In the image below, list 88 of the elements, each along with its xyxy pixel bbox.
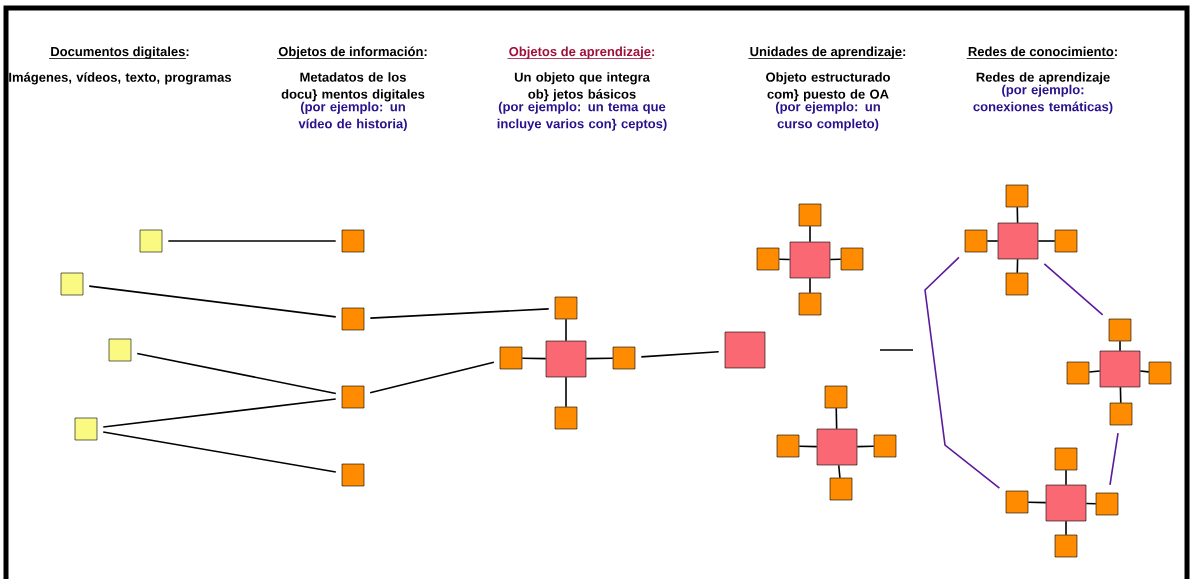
connector-line	[924, 256, 1001, 489]
connector-line	[640, 350, 720, 358]
object-square	[1109, 402, 1133, 426]
object-square	[1054, 447, 1078, 471]
module-square	[997, 222, 1039, 260]
object-square	[776, 434, 800, 458]
column-heading: Objetos de aprendizaje:	[507, 46, 655, 59]
connector-line	[1065, 469, 1067, 486]
example-text: (por ejemplo: conexiones temáticas)	[973, 84, 1113, 114]
description-text: Imágenes, vídeos, texto, programas	[9, 72, 232, 85]
connector-line	[986, 240, 999, 242]
connector-line	[1027, 501, 1047, 504]
object-square	[341, 385, 365, 409]
description-text: Un objeto que integra ob} jetos básicos	[514, 72, 650, 102]
module-square	[789, 241, 831, 279]
example-text: (por ejemplo: un curso completo)	[775, 101, 880, 131]
connector-line	[1016, 206, 1019, 224]
object-square	[554, 406, 578, 430]
object-square	[798, 292, 822, 316]
description-text: Redes de aprendizaje	[976, 72, 1110, 85]
document-square	[60, 272, 84, 296]
column-heading: Redes de conocimiento:	[966, 46, 1117, 59]
connector-line	[102, 398, 337, 428]
object-square	[798, 203, 822, 227]
connector-line	[585, 357, 614, 360]
object-square	[1005, 272, 1029, 296]
module-square	[724, 331, 766, 369]
connector-line	[778, 258, 791, 261]
connector-line	[565, 318, 567, 342]
object-square	[1054, 534, 1078, 558]
connector-line	[369, 308, 550, 319]
object-square	[612, 346, 636, 370]
connector-line	[565, 376, 567, 408]
connector-line	[102, 431, 337, 473]
connector-line	[837, 464, 841, 479]
column-heading: Unidades de aprendizaje:	[748, 46, 906, 59]
connector-line	[1139, 370, 1150, 373]
connector-line	[88, 285, 337, 318]
connector-line	[1109, 432, 1119, 486]
object-square	[873, 434, 897, 458]
module-square	[1099, 350, 1141, 388]
object-square	[554, 296, 578, 320]
object-square	[499, 346, 523, 370]
connector-line	[1043, 263, 1104, 316]
connector-line	[1119, 340, 1121, 352]
description-text: Metadatos de los docu} mentos digitales	[281, 72, 425, 102]
connector-line	[1085, 502, 1097, 505]
connector-line	[1037, 240, 1056, 242]
object-square	[341, 307, 365, 331]
column-heading: Objetos de información:	[276, 46, 427, 59]
connector-line	[809, 277, 811, 294]
object-square	[1095, 492, 1119, 516]
connector-line	[1088, 370, 1101, 373]
example-text: (por ejemplo: un tema que incluye varios con} ceptos)	[497, 101, 667, 131]
connector-line	[798, 445, 818, 448]
description-text: Objeto estructurado com} puesto de OA	[766, 72, 890, 102]
connector-line	[1119, 386, 1122, 404]
object-square	[1148, 361, 1172, 385]
connector-line	[521, 357, 547, 360]
connector-line	[369, 361, 495, 394]
connector-line	[136, 352, 337, 395]
module-square	[545, 340, 587, 378]
object-square	[1066, 361, 1090, 385]
example-text: (por ejemplo: un vídeo de historia)	[298, 101, 407, 131]
connector-line	[835, 407, 838, 430]
object-square	[1108, 318, 1132, 342]
connector-line	[829, 258, 842, 261]
object-square	[341, 229, 365, 253]
connector-line	[1016, 258, 1019, 274]
document-square	[108, 338, 132, 362]
object-square	[1005, 490, 1029, 514]
connector-line	[856, 445, 875, 448]
object-square	[341, 463, 365, 487]
module-square	[816, 428, 858, 466]
object-square	[964, 229, 988, 253]
connector-line	[167, 240, 337, 242]
document-square	[74, 417, 98, 441]
document-square	[139, 229, 163, 253]
object-square	[756, 247, 780, 271]
column-heading: Documentos digitales:	[48, 46, 189, 59]
object-square	[829, 477, 853, 501]
object-square	[840, 247, 864, 271]
object-square	[1005, 184, 1029, 208]
connector-line	[1065, 520, 1067, 536]
object-square	[1054, 229, 1078, 253]
connector-line	[809, 225, 811, 243]
module-square	[1045, 484, 1087, 522]
object-square	[824, 385, 848, 409]
